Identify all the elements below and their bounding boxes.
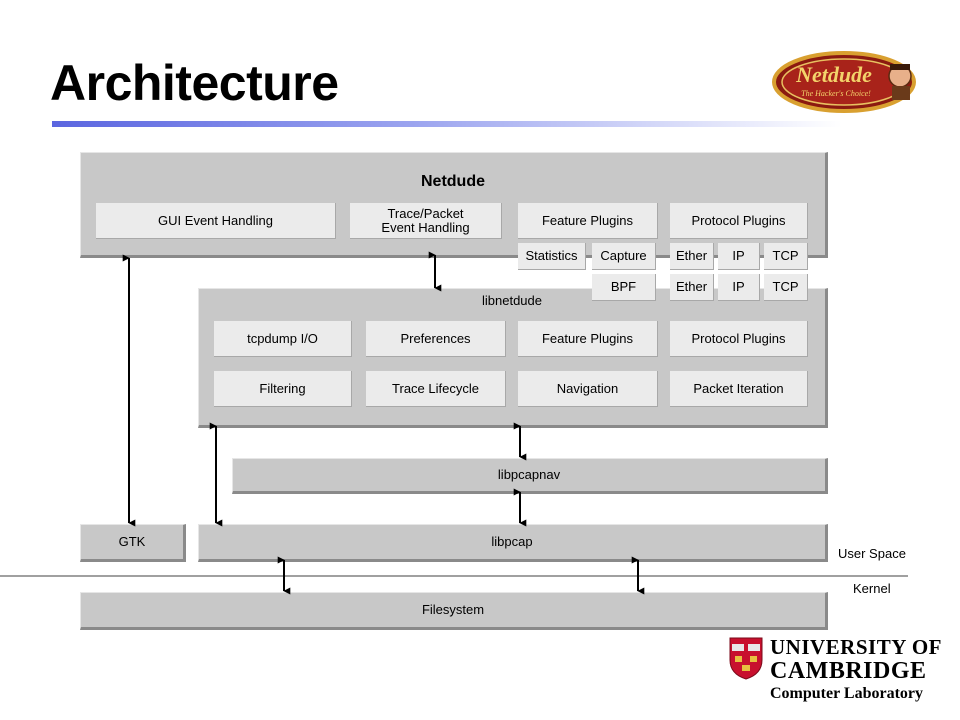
trace-lifecycle-box: Trace Lifecycle	[366, 371, 506, 407]
libnetdude-ether-plugin-box: Ether	[670, 274, 714, 301]
gtk-panel: GTK	[80, 524, 186, 562]
libpcapnav-panel: libpcapnav	[232, 458, 828, 494]
libnetdude-ip-plugin-box: IP	[718, 274, 760, 301]
slide-title: Architecture	[50, 55, 339, 111]
user-kernel-separator	[0, 575, 908, 577]
netdude-tcp-plugin-box: TCP	[764, 243, 808, 270]
filesystem-panel: Filesystem	[80, 592, 828, 630]
navigation-box: Navigation	[518, 371, 658, 407]
libpcap-panel: libpcap	[198, 524, 828, 562]
libnetdude-tcp-plugin-box: TCP	[764, 274, 808, 301]
filtering-box: Filtering	[214, 371, 352, 407]
netdude-feature-plugins-box: Feature Plugins	[518, 203, 658, 239]
capture-plugin-box: Capture	[592, 243, 656, 270]
preferences-box: Preferences	[366, 321, 506, 357]
libpcapnav-label: libpcapnav	[497, 467, 561, 482]
filesystem-label: Filesystem	[421, 602, 485, 617]
netdude-label: Netdude	[421, 173, 485, 190]
netdude-protocol-plugins-box: Protocol Plugins	[670, 203, 808, 239]
libnetdude-protocol-plugins-box: Protocol Plugins	[670, 321, 808, 357]
university-line2: CAMBRIDGE	[770, 658, 927, 684]
cambridge-crest	[729, 637, 763, 680]
netdude-logo: Netdude The Hacker's Choice!	[772, 51, 916, 113]
cambridge-wordmark: UNIVERSITY OF CAMBRIDGE Computer Laborat…	[770, 636, 942, 704]
libnetdude-feature-plugins-box: Feature Plugins	[518, 321, 658, 357]
title-underline	[52, 121, 842, 127]
svg-text:The Hacker's Choice!: The Hacker's Choice!	[801, 89, 871, 98]
libnetdude-label: libnetdude	[482, 293, 542, 308]
tcpdump-io-box: tcpdump I/O	[214, 321, 352, 357]
trace-packet-event-handling-box: Trace/Packet Event Handling	[350, 203, 502, 239]
netdude-ether-plugin-box: Ether	[670, 243, 714, 270]
university-line1: UNIVERSITY OF	[770, 635, 942, 659]
department-name: Computer Laboratory	[770, 685, 924, 702]
bpf-plugin-box: BPF	[592, 274, 656, 301]
libpcap-label: libpcap	[491, 534, 533, 549]
svg-text:Netdude: Netdude	[795, 62, 872, 87]
gui-event-handling-box: GUI Event Handling	[96, 203, 336, 239]
netdude-ip-plugin-box: IP	[718, 243, 760, 270]
kernel-label: Kernel	[853, 581, 891, 596]
gtk-label: GTK	[118, 534, 146, 549]
packet-iteration-box: Packet Iteration	[670, 371, 808, 407]
user-space-label: User Space	[838, 546, 906, 561]
statistics-plugin-box: Statistics	[518, 243, 586, 270]
